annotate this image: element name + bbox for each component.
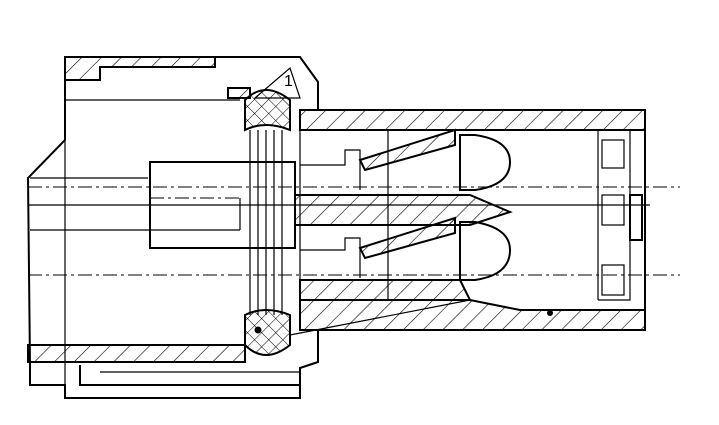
center-lines xyxy=(28,186,680,276)
callout-label: 1 xyxy=(284,73,293,90)
terminal-cavities xyxy=(289,128,643,336)
outer-housing xyxy=(26,56,646,399)
seal-rings xyxy=(227,87,291,356)
callout-marker: 1 xyxy=(253,66,301,99)
